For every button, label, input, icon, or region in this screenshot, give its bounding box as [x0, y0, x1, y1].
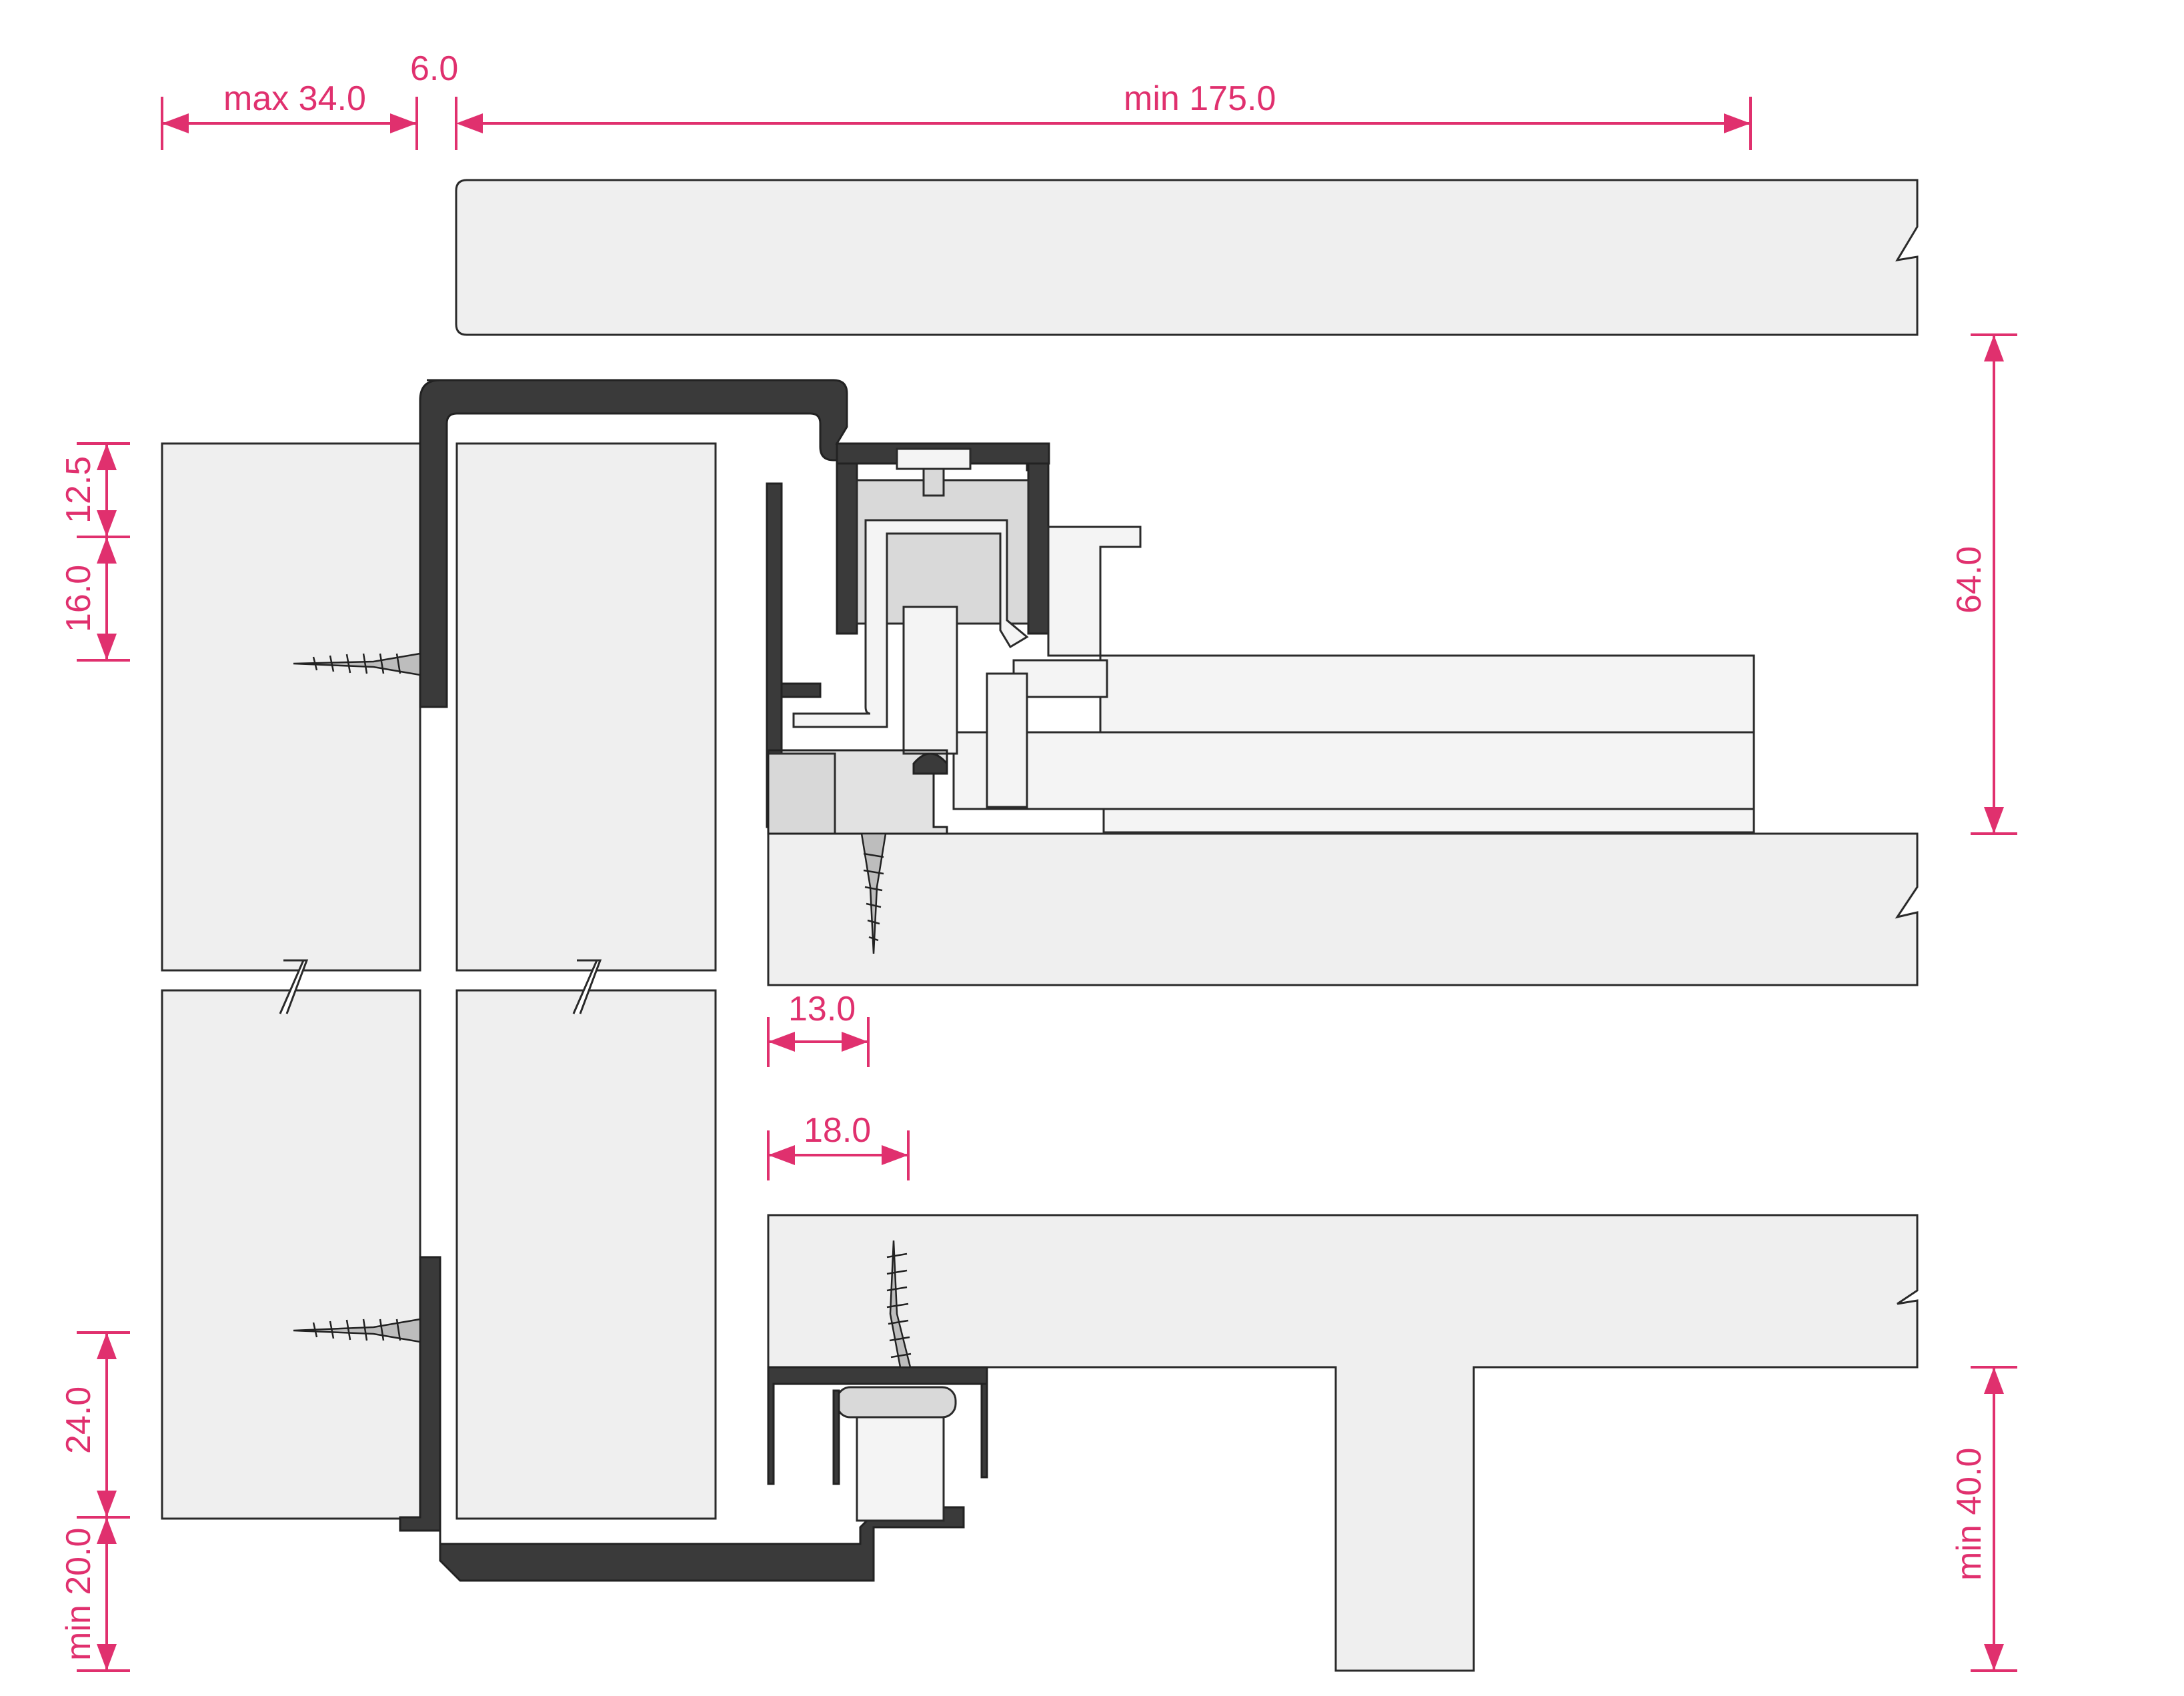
- dim-24: 24.0: [59, 1387, 98, 1454]
- dim-min-20: min 20.0: [59, 1528, 98, 1661]
- screw-icon: [293, 652, 421, 676]
- bottom-board: [767, 1214, 1919, 1672]
- dim-6: 6.0: [410, 49, 458, 88]
- inner-panel-lower: [455, 989, 717, 1520]
- upper-runner: [767, 749, 948, 835]
- dim-max-34: max 34.0: [223, 79, 366, 118]
- screw-icon: [293, 1318, 421, 1343]
- dim-16: 16.0: [59, 565, 98, 632]
- screw-icon: [860, 832, 887, 954]
- dim-64: 64.0: [1950, 546, 1989, 614]
- main-frame-profile: [399, 379, 1050, 1582]
- top-track: [792, 442, 1050, 755]
- dim-min-175: min 175.0: [1124, 79, 1276, 118]
- screw-icon: [886, 1240, 912, 1369]
- track-spacer: [986, 526, 1142, 808]
- break-mark-inner: [572, 959, 602, 1014]
- left-wall-panel-upper: [161, 442, 421, 972]
- top-board: [455, 179, 1919, 336]
- door-leaf-stack: [952, 654, 1755, 834]
- dim-min-40: min 40.0: [1950, 1448, 1989, 1581]
- inner-panel-upper: [455, 442, 717, 972]
- bottom-runner: [767, 1366, 988, 1522]
- dim-13: 13.0: [788, 990, 856, 1028]
- dimension-lines: [77, 97, 2017, 1672]
- dim-18: 18.0: [804, 1111, 871, 1150]
- dim-12-5: 12.5: [59, 456, 98, 524]
- left-wall-panel-lower: [161, 989, 421, 1520]
- middle-board: [767, 832, 1919, 986]
- hanging-rail: [766, 482, 822, 828]
- break-mark-left: [279, 959, 309, 1014]
